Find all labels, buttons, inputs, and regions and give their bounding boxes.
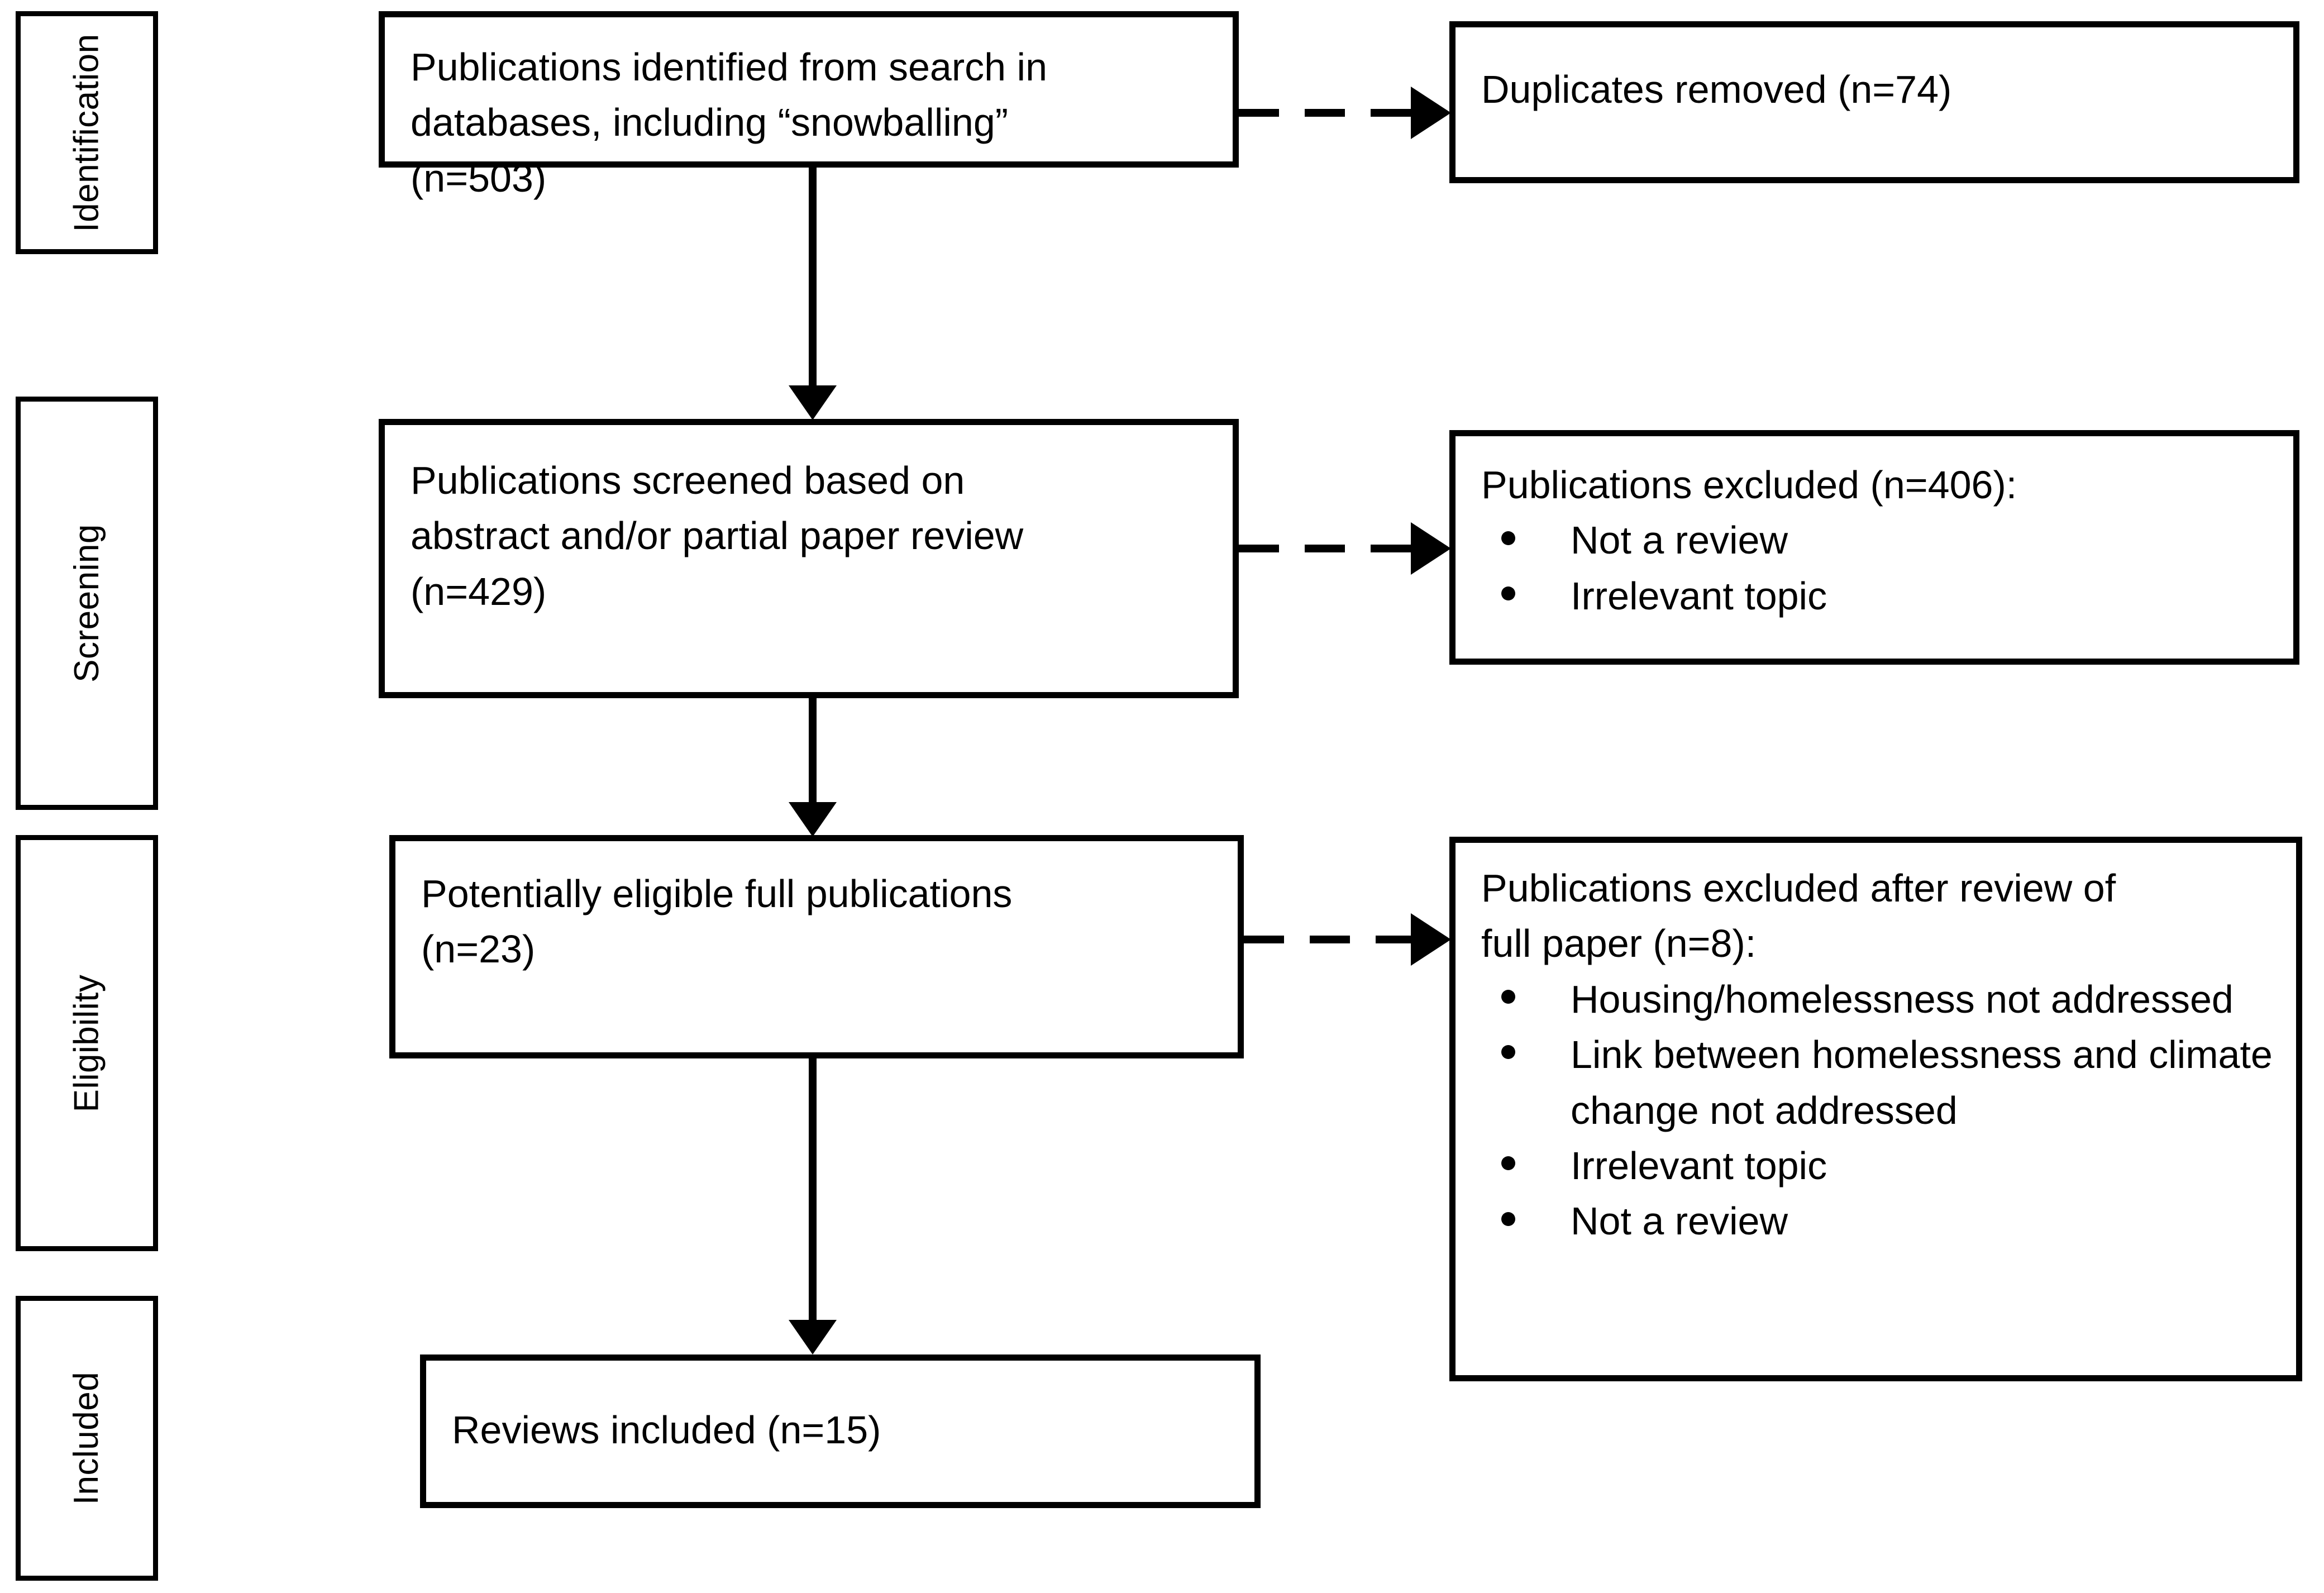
- bullet-dot-icon: [1501, 989, 1515, 1004]
- bullet-dot-icon: [1501, 1212, 1515, 1226]
- exclusion-box-duplicates-text: Duplicates removed (n=74): [1481, 62, 2279, 117]
- stage-label-included: Included: [67, 1371, 106, 1505]
- connector-eligible-to-excluded-fulltext-arrowhead: [1411, 913, 1451, 966]
- flow-box-eligible-line-1: Potentially eligible full publications: [421, 872, 1013, 915]
- flow-box-screened-line-3: (n=429): [411, 569, 547, 613]
- exclusion-box-excluded-screening-heading: Publications excluded (n=406):: [1481, 463, 2017, 507]
- list-item: Irrelevant topic: [1481, 1138, 2282, 1194]
- flow-box-screened-line-2: abstract and/or partial paper review: [411, 514, 1024, 558]
- list-item: Housing/homelessness not addressed: [1481, 972, 2282, 1027]
- bullet-dot-icon: [1501, 531, 1515, 545]
- bullet-text: Not a review: [1571, 518, 1788, 562]
- stage-box-identification: Identification: [16, 11, 158, 254]
- flow-box-identified-line-2: databases, including “snowballing”: [411, 101, 1009, 145]
- flow-box-included-line-1: Reviews included (n=15): [452, 1408, 881, 1452]
- connector-screened-to-eligible-line: [809, 698, 817, 803]
- stage-label-screening: Screening: [67, 524, 106, 683]
- flow-box-eligible-text: Potentially eligible full publications (…: [421, 866, 1223, 977]
- connector-screened-to-excluded-screening-arrowhead: [1411, 522, 1451, 575]
- connector-identified-to-duplicates-arrowhead: [1411, 87, 1451, 139]
- stage-label-eligibility: Eligibility: [67, 974, 106, 1112]
- stage-box-screening: Screening: [16, 397, 158, 810]
- exclusion-box-excluded-fulltext-heading-line-1: Publications excluded after review of: [1481, 866, 2116, 910]
- exclusion-box-excluded-fulltext: Publications excluded after review of fu…: [1449, 837, 2302, 1381]
- connector-screened-to-excluded-screening-line: [1239, 545, 1412, 552]
- flow-box-included: Reviews included (n=15): [420, 1354, 1261, 1508]
- flow-box-identified: Publications identified from search in d…: [379, 11, 1239, 200]
- flow-box-identified-line-3: (n=503): [411, 156, 547, 200]
- bullet-text: Housing/homelessness not addressed: [1571, 977, 2234, 1021]
- connector-screened-to-eligible-arrowhead: [789, 802, 837, 837]
- list-item: Not a review: [1481, 1194, 2282, 1249]
- flow-box-identified-line-1: Publications identified from search in: [411, 45, 1048, 89]
- bullet-text: Irrelevant topic: [1571, 1143, 1827, 1187]
- bullet-text: Not a review: [1571, 1199, 1788, 1243]
- bullet-text: Link between homelessness and climate ch…: [1571, 1033, 2273, 1132]
- stage-box-eligibility: Eligibility: [16, 835, 158, 1251]
- connector-identified-to-screened-arrowhead: [789, 385, 837, 420]
- list-item: Link between homelessness and climate ch…: [1481, 1027, 2282, 1138]
- exclusion-box-duplicates: Duplicates removed (n=74): [1449, 21, 2299, 183]
- bullet-text: Irrelevant topic: [1571, 574, 1827, 618]
- exclusion-box-excluded-fulltext-heading-line-2: full paper (n=8):: [1481, 922, 1757, 966]
- bullet-dot-icon: [1501, 586, 1515, 600]
- exclusion-box-excluded-fulltext-bullets: Housing/homelessness not addressed Link …: [1481, 972, 2282, 1249]
- flow-box-included-text: Reviews included (n=15): [452, 1403, 1240, 1458]
- exclusion-box-duplicates-heading: Duplicates removed (n=74): [1481, 68, 1952, 111]
- flow-box-eligible: Potentially eligible full publications (…: [389, 835, 1244, 1058]
- flow-box-screened-text: Publications screened based on abstract …: [411, 453, 1218, 619]
- bullet-dot-icon: [1501, 1045, 1515, 1060]
- flow-box-eligible-line-2: (n=23): [421, 927, 536, 971]
- exclusion-box-excluded-screening: Publications excluded (n=406): Not a rev…: [1449, 430, 2299, 665]
- list-item: Irrelevant topic: [1481, 569, 2279, 624]
- flow-box-identified-text: Publications identified from search in d…: [411, 40, 1218, 206]
- list-item: Not a review: [1481, 513, 2279, 568]
- connector-identified-to-duplicates-line: [1239, 109, 1412, 117]
- exclusion-box-excluded-fulltext-text: Publications excluded after review of fu…: [1481, 861, 2282, 1249]
- stage-box-included: Included: [16, 1296, 158, 1581]
- connector-eligible-to-included-arrowhead: [789, 1320, 837, 1354]
- connector-eligible-to-included-line: [809, 1058, 817, 1321]
- exclusion-box-excluded-screening-text: Publications excluded (n=406): Not a rev…: [1481, 457, 2279, 624]
- connector-eligible-to-excluded-fulltext-line: [1244, 936, 1412, 943]
- exclusion-box-excluded-screening-bullets: Not a review Irrelevant topic: [1481, 513, 2279, 624]
- bullet-dot-icon: [1501, 1156, 1515, 1171]
- flow-box-screened-line-1: Publications screened based on: [411, 459, 965, 502]
- flow-box-screened: Publications screened based on abstract …: [379, 419, 1239, 698]
- stage-label-identification: Identification: [67, 33, 106, 232]
- connector-identified-to-screened-line: [809, 168, 817, 387]
